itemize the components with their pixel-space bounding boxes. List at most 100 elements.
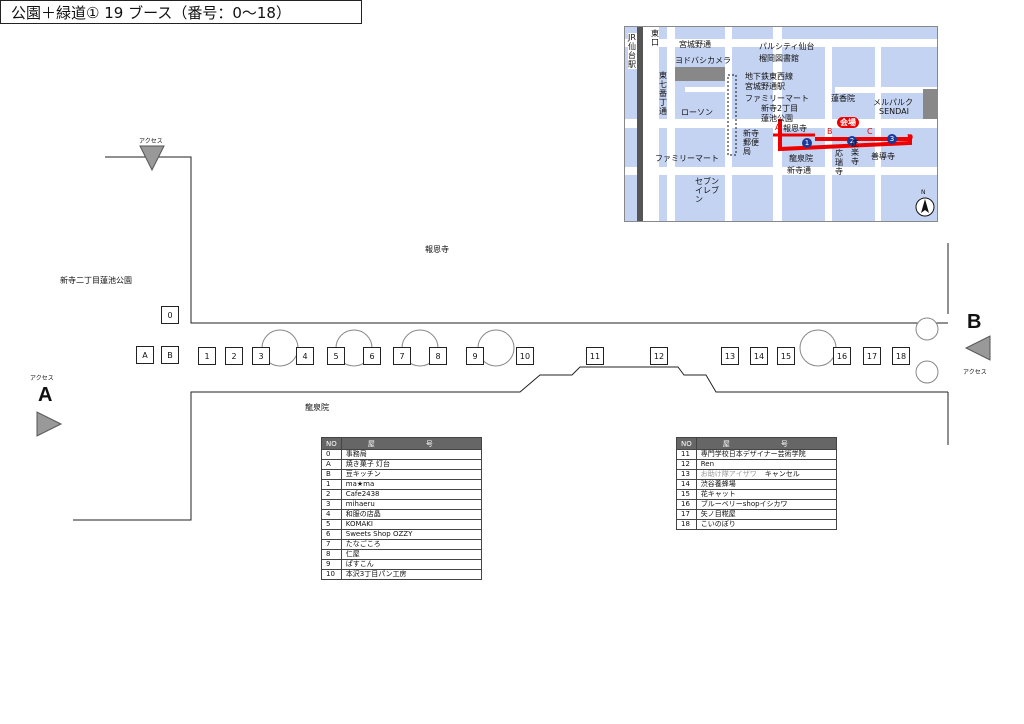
booth-number: 3 [321, 499, 342, 510]
place-park: 新寺二丁目蓮池公園 [60, 276, 132, 285]
booth-name: ぱすこん [345, 560, 374, 568]
booth-name-cell: 仁屋 [340, 549, 483, 560]
map-yodobashi: ヨドバシカメラ [675, 56, 731, 65]
booth-name-cell: お助け隊アイザワキャンセル [695, 469, 838, 480]
booth-number: 10 [321, 569, 342, 580]
booth-name: Sweets Shop OZZY [345, 530, 413, 538]
booth-name-cell: mihaeru [340, 499, 483, 510]
booth-number: 8 [321, 549, 342, 560]
map-circle-1: 1 [802, 138, 812, 148]
booth-number: 14 [676, 479, 697, 490]
booth-name: 豆キッチン [345, 470, 381, 478]
booth-name: ma★ma [345, 480, 375, 488]
booth-number: 2 [321, 489, 342, 500]
booth-name-cell: 専門学校日本デザイナー芸術学院 [695, 449, 838, 460]
map-higashi7: 東七番丁通 [659, 71, 667, 116]
booth-number: 18 [676, 519, 697, 530]
booth-name-cell: 渋谷養蜂場 [695, 479, 838, 490]
booth-name: Cafe2438 [345, 490, 380, 498]
booth-name: お助け隊アイザワ [700, 470, 757, 478]
booth-name: 焼き菓子 灯台 [345, 460, 390, 468]
booth-1: 1 [198, 347, 216, 365]
booth-number: 15 [676, 489, 697, 500]
access-a-label: アクセス [30, 375, 54, 382]
col-no: NO [676, 437, 697, 450]
access-b-arrow [964, 335, 991, 361]
map-sendai: SENDAI [879, 107, 909, 116]
booth-name-cell: ぱすこん [340, 559, 483, 570]
booth-name: 本沢3丁目パン工房 [345, 570, 407, 578]
booth-name: 事務局 [345, 450, 367, 458]
booth-number: 6 [321, 529, 342, 540]
booth-name: こいのぼり [700, 520, 736, 528]
map-shintera2: 新寺2丁目 [761, 104, 799, 113]
booth-number: 12 [676, 459, 697, 470]
booth-number: 7 [321, 539, 342, 550]
map-famima-2: ファミリーマート [655, 154, 719, 163]
inset-map: JR仙台駅 東口 宮城野通 ヨドバシカメラ パルシティ仙台 榴岡図書館 東七番丁… [624, 26, 938, 222]
map-point-d: D [907, 133, 914, 142]
booth-name: KOMAKI [345, 520, 373, 528]
map-point-b: B [827, 127, 833, 136]
booth-number: 13 [676, 469, 697, 480]
map-parcity: パルシティ仙台 [759, 42, 815, 51]
booth-number: 4 [321, 509, 342, 520]
map-subway-station: 宮城野通駅 [745, 82, 785, 91]
booth-name-cell: ma★ma [340, 479, 483, 490]
booth-4: 4 [296, 347, 314, 365]
map-shorakuji: 正楽寺 [851, 139, 859, 166]
booth-number: 16 [676, 499, 697, 510]
map-zendoji: 善導寺 [871, 152, 895, 161]
map-merparque: メルパルク [873, 98, 913, 107]
map-famima-1: ファミリーマート [745, 94, 809, 103]
booth-name-cell: 焼き菓子 灯台 [340, 459, 483, 470]
inset-map-streets [625, 27, 937, 221]
booth-A: A [136, 346, 154, 364]
map-circle-3: 3 [887, 134, 897, 144]
access-b-letter: B [967, 311, 982, 333]
map-houonji: 報恩寺 [783, 124, 807, 133]
map-post-office: 新寺郵便局 [743, 129, 759, 156]
booth-name-cell: 豆キッチン [340, 469, 483, 480]
col-name: 屋 号 [695, 437, 838, 450]
booth-name: 花キャット [700, 490, 736, 498]
booth-name: 仁屋 [345, 550, 360, 558]
booth-13: 13 [721, 347, 739, 365]
booth-name-cell: ブルーベリーshopイシカワ [695, 499, 838, 510]
map-point-c: C [867, 127, 873, 136]
booth-14: 14 [750, 347, 768, 365]
map-east-exit: 東口 [651, 29, 659, 47]
map-ryusenin: 龍泉院 [789, 154, 813, 163]
booth-6: 6 [363, 347, 381, 365]
place-houonji: 報恩寺 [425, 245, 449, 254]
map-lawson: ローソン [681, 108, 713, 117]
booth-number: 0 [321, 449, 342, 460]
booth-name: 渋谷養蜂場 [700, 480, 736, 488]
booth-name: mihaeru [345, 500, 375, 508]
booth-number: 1 [321, 479, 342, 490]
booth-name-cell: こいのぼり [695, 519, 838, 530]
booth-name: 和服の店晶 [345, 510, 381, 518]
booth-name: 専門学校日本デザイナー芸術学院 [700, 450, 806, 458]
cancel-note: キャンセル [764, 470, 800, 478]
col-name: 屋 号 [340, 437, 483, 450]
booth-name-cell: 事務局 [340, 449, 483, 460]
col-no: NO [321, 437, 342, 450]
booth-name-cell: 和服の店晶 [340, 509, 483, 520]
map-jr-station: JR仙台駅 [628, 33, 637, 69]
